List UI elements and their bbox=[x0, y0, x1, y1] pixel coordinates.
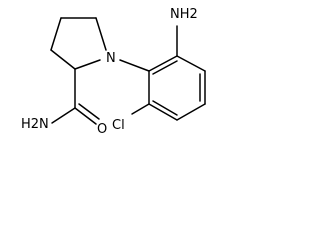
bond-ar-c4-c5 bbox=[176, 103, 206, 121]
amide-nitrogen-label: H2N bbox=[21, 117, 49, 132]
bond-carbonyl-nh2 bbox=[51, 107, 76, 124]
bond-ar-double-1 bbox=[152, 60, 178, 75]
bond-ar-double-3 bbox=[152, 100, 178, 116]
benzene-ring bbox=[148, 55, 206, 121]
bond-ring-n-c5 bbox=[95, 17, 107, 51]
ring-nitrogen-label: N bbox=[106, 51, 116, 66]
bond-carbonyl-o-2 bbox=[78, 103, 100, 120]
bond-ar-c1-c2 bbox=[148, 55, 178, 72]
bond-ring-c4-c3 bbox=[50, 17, 62, 51]
amino-group-label: NH2 bbox=[170, 7, 198, 22]
bond-n-aryl bbox=[119, 59, 150, 72]
bond-ring-c3-c2 bbox=[50, 49, 76, 70]
bond-ring-c2-n bbox=[74, 59, 101, 70]
carboxamide-group bbox=[51, 68, 100, 125]
pyrrolidine-ring bbox=[50, 17, 107, 70]
bond-carbonyl-o-1 bbox=[74, 107, 97, 125]
carbonyl-oxygen-label: O bbox=[97, 122, 107, 137]
chlorine-label: Cl bbox=[112, 118, 125, 133]
bond-ar-c5-c6 bbox=[148, 103, 178, 121]
bond-aryl-chlorine bbox=[131, 103, 150, 115]
chemical-structure-diagram: NH2 N H2N O Cl bbox=[21, 7, 206, 137]
bond-ar-c2-c3 bbox=[176, 55, 206, 72]
